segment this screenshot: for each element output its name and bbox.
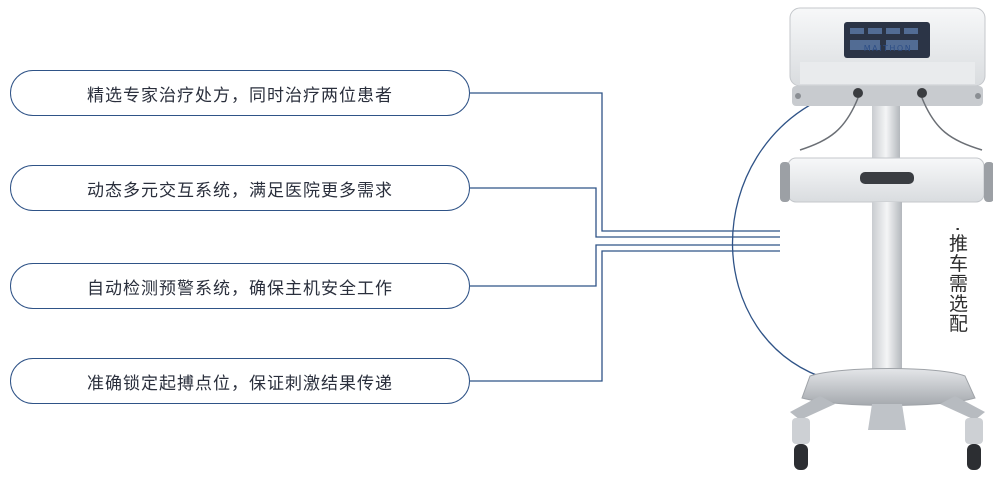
device-brand: MAITHON [864,44,912,53]
connector-2 [470,187,780,238]
feature-label: 精选专家治疗处方，同时治疗两位患者 [87,85,393,106]
side-note-text: 推车需选配 [946,233,968,334]
upper-pole [872,106,900,158]
feature-label: 自动检测预警系统，确保主机安全工作 [87,278,393,299]
cart-optional-note: ·推车需选配 [945,226,969,333]
port-left [853,88,863,98]
cables [799,97,983,151]
connector-4 [470,250,780,382]
wheel-left [794,444,808,470]
feature-pill-4: 准确锁定起搏点位，保证刺激结果传递 [10,358,470,404]
lower-pole [872,202,902,382]
connector-1 [470,92,780,232]
main-unit: MAITHON [789,7,986,106]
device-illustration: MAITHON [780,7,993,470]
connector-3 [470,244,780,287]
feature-label: 动态多元交互系统，满足医院更多需求 [87,180,393,201]
feature-pill-3: 自动检测预警系统，确保主机安全工作 [10,263,470,309]
drawer-handle [860,172,914,184]
cart-drawer [780,157,993,203]
cart-wheels [792,418,983,470]
side-note-dot: · [946,226,968,234]
feature-pill-2: 动态多元交互系统，满足医院更多需求 [10,165,470,211]
feature-pill-1: 精选专家治疗处方，同时治疗两位患者 [10,70,470,116]
port-right [917,88,927,98]
cart-base [790,368,985,430]
feature-label: 准确锁定起搏点位，保证刺激结果传递 [87,373,393,394]
device-arc [731,94,831,381]
wheel-right [967,444,981,470]
